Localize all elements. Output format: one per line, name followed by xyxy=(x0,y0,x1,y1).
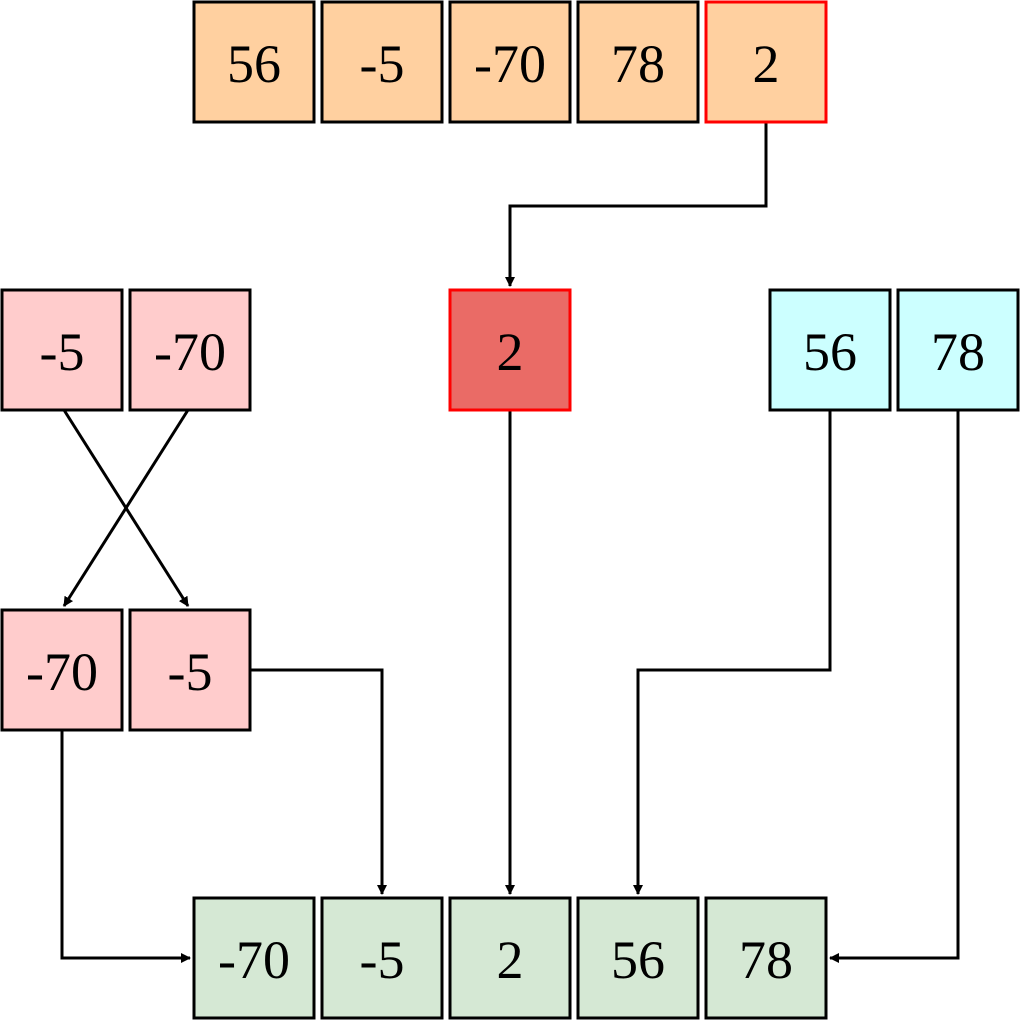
left-partition-cell: -5 xyxy=(0,288,124,412)
arrow-right-to-output-2 xyxy=(829,410,960,963)
input-cell-value: 78 xyxy=(611,34,665,94)
left-partition-value: -5 xyxy=(40,322,85,382)
input-cell: -70 xyxy=(448,0,572,124)
left-sorted: -70 -5 xyxy=(0,608,252,732)
input-cell-pivot-source: 2 xyxy=(704,0,828,124)
input-cell: 78 xyxy=(576,0,700,124)
left-partition-cell: -70 xyxy=(128,288,252,412)
output-cell: -5 xyxy=(320,896,444,1020)
input-row: 56 -5 -70 78 2 xyxy=(192,0,828,124)
output-cell-value: 56 xyxy=(611,930,665,990)
output-cell-value: 78 xyxy=(739,930,793,990)
arrow-pivot-extract xyxy=(505,122,768,287)
arrow-left-to-output-1 xyxy=(60,730,191,963)
output-cell: 56 xyxy=(576,896,700,1020)
left-partition: -5 -70 xyxy=(0,288,252,412)
output-cell: 2 xyxy=(448,896,572,1020)
left-sorted-cell: -70 xyxy=(0,608,124,732)
pivot-value: 2 xyxy=(497,322,524,382)
pivot-cell: 2 xyxy=(448,288,572,412)
input-cell-value: -5 xyxy=(360,34,405,94)
output-cell-value: 2 xyxy=(497,930,524,990)
left-sorted-value: -70 xyxy=(26,642,98,702)
connectors xyxy=(60,122,960,963)
output-cell-value: -5 xyxy=(360,930,405,990)
left-partition-value: -70 xyxy=(154,322,226,382)
input-cell-value: 2 xyxy=(753,34,780,94)
left-sorted-value: -5 xyxy=(168,642,213,702)
output-row: -70 -5 2 56 78 xyxy=(192,896,828,1020)
right-partition-value: 56 xyxy=(803,322,857,382)
input-cell: 56 xyxy=(192,0,316,124)
left-sorted-cell: -5 xyxy=(128,608,252,732)
right-partition-cell: 56 xyxy=(768,288,892,412)
output-cell: -70 xyxy=(192,896,316,1020)
input-cell-value: -70 xyxy=(474,34,546,94)
arrow-left-to-output-2 xyxy=(250,668,387,895)
right-partition: 56 78 xyxy=(768,288,1020,412)
arrow-right-to-output-1 xyxy=(633,410,832,895)
right-partition-value: 78 xyxy=(931,322,985,382)
arrow-swap-2 xyxy=(62,409,190,607)
input-cell-value: 56 xyxy=(227,34,281,94)
output-cell-value: -70 xyxy=(218,930,290,990)
input-cell: -5 xyxy=(320,0,444,124)
right-partition-cell: 78 xyxy=(896,288,1020,412)
output-cell: 78 xyxy=(704,896,828,1020)
